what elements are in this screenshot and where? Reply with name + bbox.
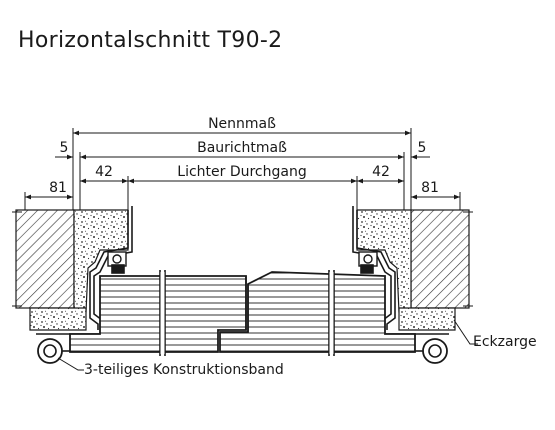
dimension-lines	[24, 128, 461, 262]
door-leaf-left	[69, 270, 247, 356]
leader-band	[57, 357, 84, 371]
drawing-title: Horizontalschnitt T90-2	[18, 28, 283, 53]
dim-text-right-42: 42	[372, 164, 390, 180]
label-band: 3-teiliges Konstruktionsband	[84, 362, 284, 378]
hinge-right	[415, 338, 448, 364]
leader-eckzarge	[453, 319, 478, 345]
door-leaf-right	[219, 270, 416, 356]
left-frame-fill-lower	[29, 307, 87, 331]
dim-text-right-5: 5	[418, 140, 427, 156]
dim-text-right-81: 81	[421, 180, 439, 196]
left-wall-masonry	[15, 209, 75, 309]
dim-text-left-42: 42	[95, 164, 113, 180]
right-wall	[356, 209, 473, 331]
hinge-left	[37, 338, 70, 364]
label-eckzarge: Eckzarge	[473, 334, 537, 350]
dim-text-nennmass: Nennmaß	[208, 116, 276, 132]
right-wall-masonry	[410, 209, 470, 309]
meeting-stile	[245, 276, 249, 332]
dim-text-left-5: 5	[60, 140, 69, 156]
right-frame-fill-lower	[398, 307, 456, 331]
dim-text-lichter-durchgang: Lichter Durchgang	[177, 164, 306, 180]
dim-text-baurichtmass: Baurichtmaß	[197, 140, 287, 156]
left-wall	[12, 209, 129, 331]
dim-text-left-81: 81	[49, 180, 67, 196]
